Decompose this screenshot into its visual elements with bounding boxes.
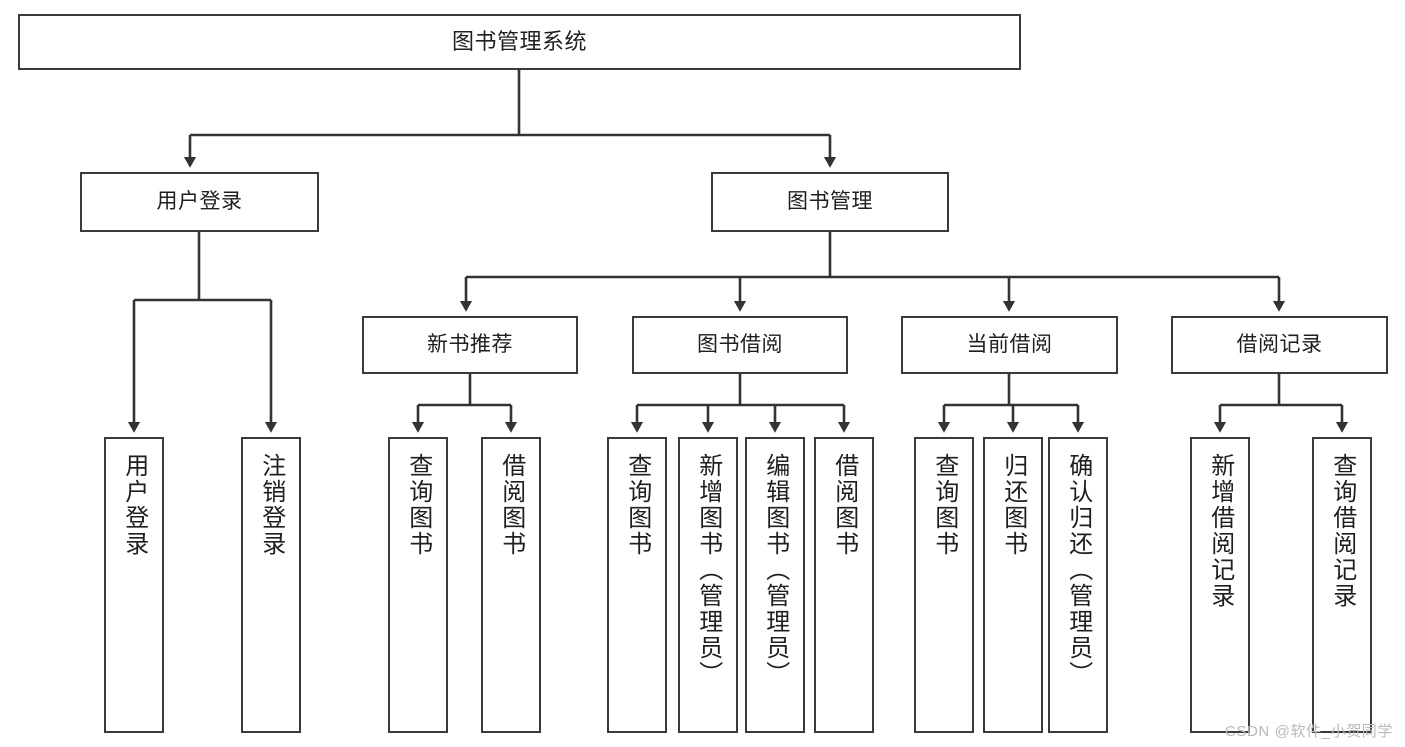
leaf-edit-book[interactable]: 编辑图书（管理员） — [745, 437, 805, 733]
leaf-add-record-label: 新增借阅记录 — [1206, 453, 1234, 609]
leaf-query-book-rec-label: 查询图书 — [404, 453, 432, 557]
leaf-query-book-borrow-label: 查询图书 — [623, 453, 651, 557]
node-borrow-record-label: 借阅记录 — [1236, 333, 1323, 357]
leaf-user-login-label: 用户登录 — [120, 453, 148, 557]
leaf-edit-book-label: 编辑图书（管理员） — [761, 453, 789, 687]
node-borrow-record[interactable]: 借阅记录 — [1171, 316, 1388, 374]
leaf-add-book[interactable]: 新增图书（管理员） — [678, 437, 738, 733]
leaf-query-book-current-label: 查询图书 — [930, 453, 958, 557]
leaf-borrow-book-rec[interactable]: 借阅图书 — [481, 437, 541, 733]
leaf-return-book-label: 归还图书 — [999, 453, 1027, 557]
node-user-login[interactable]: 用户登录 — [80, 172, 319, 232]
node-root[interactable]: 图书管理系统 — [18, 14, 1021, 70]
leaf-query-book-rec[interactable]: 查询图书 — [388, 437, 448, 733]
leaf-user-login[interactable]: 用户登录 — [104, 437, 164, 733]
node-new-book-rec[interactable]: 新书推荐 — [362, 316, 578, 374]
leaf-borrow-book-label: 借阅图书 — [830, 453, 858, 557]
node-new-book-rec-label: 新书推荐 — [427, 333, 513, 357]
node-root-label: 图书管理系统 — [451, 28, 587, 54]
leaf-user-logout[interactable]: 注销登录 — [241, 437, 301, 733]
node-user-login-label: 用户登录 — [156, 190, 243, 214]
leaf-user-logout-label: 注销登录 — [257, 453, 285, 557]
leaf-query-book-borrow[interactable]: 查询图书 — [607, 437, 667, 733]
leaf-query-book-current[interactable]: 查询图书 — [914, 437, 974, 733]
node-book-manage-label: 图书管理 — [787, 190, 873, 214]
node-current-borrow-label: 当前借阅 — [966, 333, 1053, 357]
leaf-return-book[interactable]: 归还图书 — [983, 437, 1043, 733]
node-current-borrow[interactable]: 当前借阅 — [901, 316, 1118, 374]
node-book-borrow-label: 图书借阅 — [697, 333, 783, 357]
leaf-query-record-label: 查询借阅记录 — [1328, 453, 1356, 609]
leaf-add-record[interactable]: 新增借阅记录 — [1190, 437, 1250, 733]
leaf-confirm-return[interactable]: 确认归还（管理员） — [1048, 437, 1108, 733]
csdn-watermark: CSDN @软件_小贺同学 — [1224, 723, 1393, 740]
leaf-query-record[interactable]: 查询借阅记录 — [1312, 437, 1372, 733]
node-book-manage[interactable]: 图书管理 — [711, 172, 949, 232]
leaf-borrow-book-rec-label: 借阅图书 — [497, 453, 525, 557]
leaf-add-book-label: 新增图书（管理员） — [694, 453, 722, 687]
node-book-borrow[interactable]: 图书借阅 — [632, 316, 848, 374]
leaf-borrow-book[interactable]: 借阅图书 — [814, 437, 874, 733]
leaf-confirm-return-label: 确认归还（管理员） — [1064, 453, 1092, 687]
